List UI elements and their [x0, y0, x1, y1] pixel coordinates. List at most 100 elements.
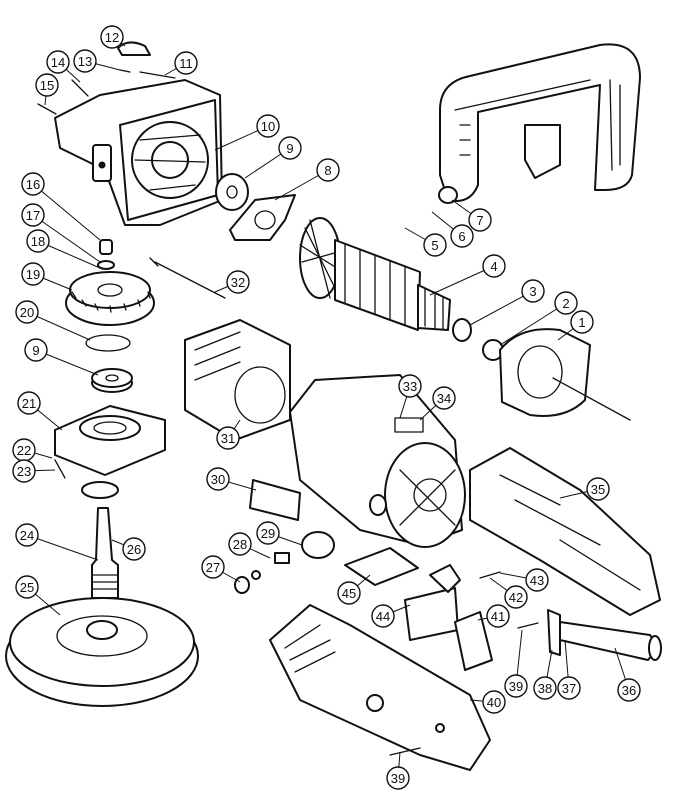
handle-shell	[469, 447, 661, 616]
callout-25: 25	[15, 575, 39, 599]
callout-balloon	[504, 674, 528, 698]
callout-number: 38	[538, 681, 552, 696]
callout-number: 30	[211, 472, 225, 487]
callout-balloon	[100, 25, 124, 49]
leader-line	[32, 214, 101, 263]
field	[184, 319, 291, 441]
brush-holder	[301, 531, 335, 559]
parts-drawing	[5, 41, 662, 771]
callout-number: 8	[324, 163, 331, 178]
callout-20: 20	[15, 300, 39, 324]
callout-number: 26	[127, 542, 141, 557]
callout-number: 7	[476, 213, 483, 228]
callout-number: 9	[32, 343, 39, 358]
speed-control	[454, 611, 493, 671]
callout-3: 3	[521, 279, 545, 303]
callout-balloon	[586, 477, 610, 501]
callout-balloon	[557, 676, 581, 700]
callouts: 1234567899101112131415161718192021222324…	[12, 25, 641, 790]
callout-number: 45	[342, 586, 356, 601]
callout-balloon	[17, 391, 41, 415]
callout-balloon	[216, 426, 240, 450]
leader-line	[32, 183, 101, 241]
callout-balloon	[504, 585, 528, 609]
callout-number: 41	[491, 609, 505, 624]
callout-6: 6	[450, 224, 474, 248]
callout-45: 45	[337, 581, 361, 605]
callout-43: 43	[525, 568, 549, 592]
callout-number: 12	[105, 30, 119, 45]
spring	[479, 571, 501, 579]
callout-balloon	[228, 532, 252, 556]
side-handle	[559, 621, 662, 661]
callout-number: 10	[261, 119, 275, 134]
callout-10: 10	[256, 114, 280, 138]
callout-balloon	[15, 300, 39, 324]
brush-cap	[234, 576, 250, 594]
carbon-brush	[274, 552, 290, 564]
callout-number: 37	[562, 681, 576, 696]
callout-number: 31	[221, 431, 235, 446]
callout-number: 28	[233, 537, 247, 552]
pin	[99, 239, 113, 255]
screw	[37, 69, 176, 115]
callout-number: 1	[578, 315, 585, 330]
callout-28: 28	[228, 532, 252, 556]
callout-18: 18	[26, 229, 50, 253]
bevel-gear	[65, 271, 155, 326]
insulating-sheet	[344, 547, 419, 586]
callout-balloon	[450, 224, 474, 248]
callout-14: 14	[46, 50, 70, 74]
callout-number: 32	[231, 275, 245, 290]
callout-balloon	[35, 73, 59, 97]
callout-41: 41	[486, 604, 510, 628]
callout-27: 27	[201, 555, 225, 579]
callout-16: 16	[21, 172, 45, 196]
callout-number: 9	[286, 141, 293, 156]
screw-bottom	[389, 747, 421, 756]
callout-balloon	[533, 676, 557, 700]
callout-number: 40	[487, 695, 501, 710]
callout-balloon	[15, 523, 39, 547]
callout-balloon	[12, 459, 36, 483]
screw-39	[517, 622, 539, 629]
bearing-box	[54, 405, 166, 476]
callout-number: 13	[78, 54, 92, 69]
callout-balloon	[554, 291, 578, 315]
callout-balloon	[316, 158, 340, 182]
callout-balloon	[256, 521, 280, 545]
callout-number: 35	[591, 482, 605, 497]
callout-5: 5	[423, 233, 447, 257]
screw-23	[54, 459, 66, 479]
callout-number: 23	[17, 464, 31, 479]
callout-number: 17	[26, 208, 40, 223]
leader-line-pad	[552, 377, 631, 421]
callout-32: 32	[226, 270, 250, 294]
callout-balloon	[174, 51, 198, 75]
callout-30: 30	[206, 467, 230, 491]
callout-balloon	[122, 537, 146, 561]
callout-balloon	[521, 279, 545, 303]
callout-balloon	[468, 208, 492, 232]
callout-number: 15	[40, 78, 54, 93]
callout-22: 22	[12, 438, 36, 462]
callout-balloon	[570, 310, 594, 334]
callout-26: 26	[122, 537, 146, 561]
callout-number: 5	[431, 238, 438, 253]
callout-35: 35	[586, 477, 610, 501]
callout-31: 31	[216, 426, 240, 450]
callout-balloon	[432, 386, 456, 410]
callout-19: 19	[21, 262, 45, 286]
callout-balloon	[617, 678, 641, 702]
callout-number: 39	[509, 679, 523, 694]
callout-number: 34	[437, 391, 451, 406]
switch	[404, 564, 461, 641]
bearing-upper	[215, 173, 249, 211]
callout-40: 40	[482, 690, 506, 714]
callout-number: 24	[20, 528, 34, 543]
callout-balloon	[371, 604, 395, 628]
callout-balloon	[482, 254, 506, 278]
callout-4: 4	[482, 254, 506, 278]
callout-balloon	[24, 338, 48, 362]
callout-1: 1	[570, 310, 594, 334]
